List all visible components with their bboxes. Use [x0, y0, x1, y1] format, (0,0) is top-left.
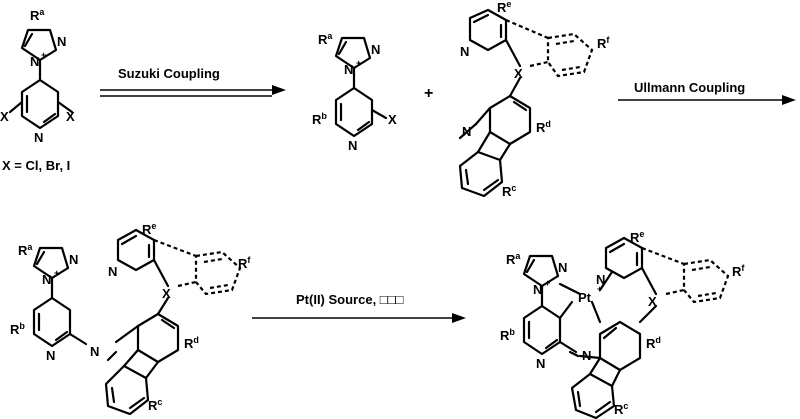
arrow-ullmann: Ullmann Coupling [618, 80, 796, 105]
substituent-rf: Rf [238, 255, 251, 271]
atom-n: N [596, 272, 605, 287]
atom-n: N [57, 34, 66, 49]
atom-x: X [162, 286, 171, 301]
atom-x: X [388, 112, 397, 127]
substituent-rc: Rc [148, 397, 162, 413]
compound-2-monohalo-pyrazolyl-pyridine: Ra N N + N X Rb [312, 31, 397, 153]
atom-pt: Pt [578, 290, 592, 305]
x-definition: X = Cl, Br, I [2, 158, 70, 173]
atom-n: N [558, 260, 567, 275]
arrow-suzuki: Suzuki Coupling [100, 66, 286, 97]
plus-charge: + [597, 284, 602, 294]
plus-sign: + [424, 85, 433, 102]
atom-x: X [66, 109, 75, 124]
substituent-rb: Rb [10, 321, 25, 337]
plus-charge: + [54, 268, 59, 278]
atom-n: N [348, 138, 357, 153]
substituent-ra: Ra [18, 242, 33, 258]
atom-x: X [0, 109, 9, 124]
compound-1-dihalo-pyrazolyl-pyridine: Ra N N + N X X X = Cl, Br, I [0, 7, 75, 173]
atom-x: X [514, 66, 523, 81]
atom-n: N [582, 348, 591, 363]
pyrazole-ring [522, 254, 560, 288]
pyridine-ring [334, 86, 374, 138]
substituent-rd: Rd [536, 119, 551, 135]
substituent-re: Re [630, 229, 644, 245]
suzuki-coupling-label: Suzuki Coupling [118, 66, 220, 81]
atom-n: N [30, 54, 39, 69]
plus-charge: + [41, 50, 46, 60]
substituent-rf: Rf [732, 263, 745, 279]
compound-5-pt-complex: Ra N N + Pt + Rb N N N Re Rf X Rd Rc [500, 229, 745, 419]
compound-3-carbazole-partner: Re N Rf X Rd N Rc [458, 0, 610, 199]
substituent-rc: Rc [614, 401, 628, 417]
pyrazole-ring [334, 36, 372, 70]
substituent-rc: Rc [502, 183, 516, 199]
substituent-rd: Rd [184, 335, 199, 351]
pyrazole-ring [32, 246, 70, 280]
substituent-ra: Ra [318, 31, 333, 47]
plus-charge: + [356, 58, 361, 68]
substituent-re: Re [497, 0, 511, 15]
atom-n: N [344, 62, 353, 77]
pyridine-ring [20, 78, 60, 130]
compound-4-ligand: Ra N N + Rb N N N Re Rf X Rd Rc [10, 221, 251, 416]
ullmann-coupling-label: Ullmann Coupling [634, 80, 745, 95]
atom-n: N [371, 42, 380, 57]
substituent-rb: Rb [312, 111, 327, 127]
atom-n: N [462, 124, 471, 139]
atom-n: N [42, 272, 51, 287]
substituent-rd: Rd [646, 335, 661, 351]
atom-x: X [648, 294, 657, 309]
pt-source-label: Pt(II) Source, □□□ [296, 292, 403, 307]
substituent-rf: Rf [597, 35, 610, 51]
atom-n: N [46, 348, 55, 363]
atom-n: N [460, 44, 469, 59]
atom-n: N [69, 252, 78, 267]
arrow-pt-source: Pt(II) Source, □□□ [252, 292, 466, 323]
pyridine-ring [32, 296, 72, 348]
plus-charge: + [545, 278, 550, 288]
substituent-ra: Ra [30, 7, 45, 23]
atom-n: N [536, 356, 545, 371]
pyrazole-ring [20, 28, 58, 62]
substituent-ra: Ra [506, 251, 521, 267]
substituent-rb: Rb [500, 327, 515, 343]
atom-n: N [90, 344, 99, 359]
substituent-re: Re [142, 221, 156, 237]
atom-n: N [34, 130, 43, 145]
atom-n: N [108, 264, 117, 279]
atom-n: N [533, 282, 542, 297]
